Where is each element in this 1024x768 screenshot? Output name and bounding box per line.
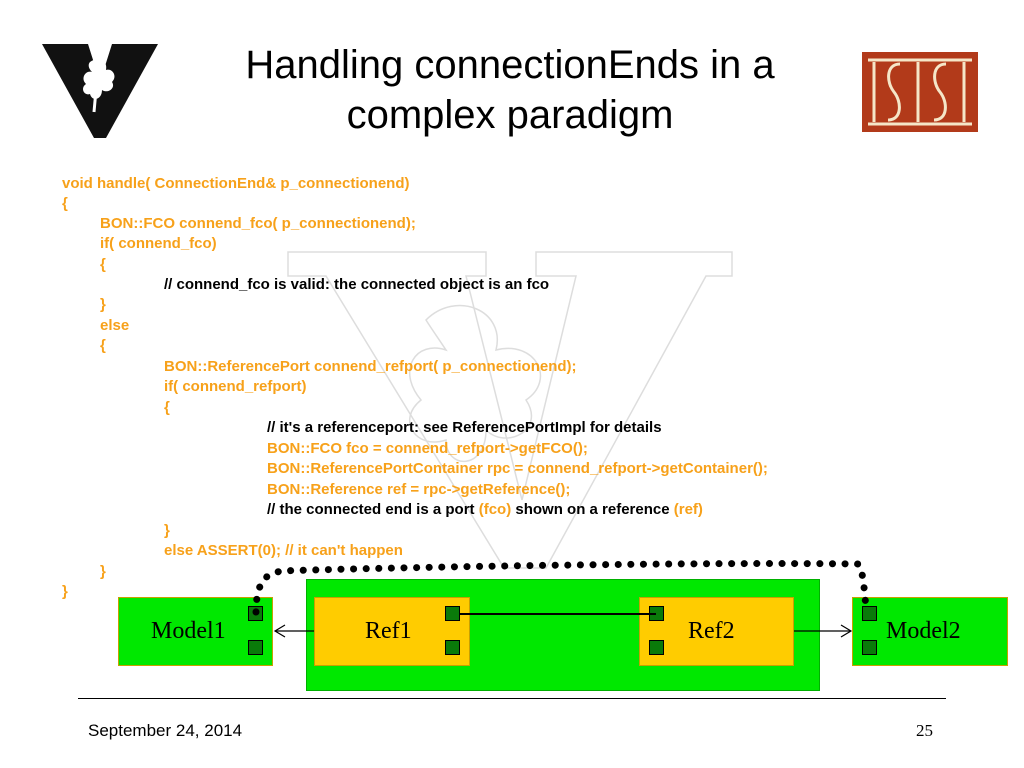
model2-label: Model2 — [886, 618, 961, 644]
ref1-port — [445, 606, 460, 621]
code-line: { — [100, 337, 106, 354]
vanderbilt-watermark — [287, 251, 733, 569]
code-line: BON::ReferencePortContainer rpc = connen… — [267, 460, 768, 477]
model1-box — [118, 597, 273, 666]
code-line: } — [100, 563, 106, 580]
code-comment-mixed: // the connected end is a port (fco) sho… — [267, 500, 703, 520]
ref1-label: Ref1 — [365, 618, 412, 644]
code-comment: // it's a referenceport: see ReferencePo… — [267, 419, 662, 436]
isis-logo — [862, 52, 978, 132]
code-line: void handle( ConnectionEnd& p_connection… — [62, 175, 410, 192]
model2-port — [862, 640, 877, 655]
footer-divider — [78, 698, 946, 699]
footer-date: September 24, 2014 — [88, 721, 243, 740]
comment-highlight: (fco) — [478, 501, 512, 518]
code-line: { — [100, 256, 106, 273]
title-line-1: Handling connectionEnds in a — [245, 43, 775, 87]
code-line: } — [164, 522, 170, 539]
code-line: BON::FCO connend_fco( p_connectionend); — [100, 215, 416, 232]
comment-highlight: (ref) — [673, 501, 703, 518]
code-line: BON::ReferencePort connend_refport( p_co… — [164, 358, 577, 375]
code-line: { — [62, 195, 68, 212]
ref1-port — [445, 640, 460, 655]
code-line: if( connend_fco) — [100, 235, 217, 252]
code-comment: // connend_fco is valid: the connected o… — [164, 276, 550, 293]
model2-box — [852, 597, 1008, 666]
comment-text: shown on a reference — [511, 501, 674, 518]
model1-port — [248, 606, 263, 621]
ref2-port — [649, 640, 664, 655]
model1-label: Model1 — [151, 618, 226, 644]
comment-text: // the connected end is a port — [267, 501, 479, 518]
code-comment: // it can't happen — [285, 542, 403, 559]
code-line: BON::Reference ref = rpc->getReference()… — [267, 481, 571, 498]
slide-title: Handling connectionEnds in a complex par… — [190, 40, 830, 140]
model1-port — [248, 640, 263, 655]
code-line: { — [164, 399, 170, 416]
vanderbilt-logo — [42, 44, 158, 138]
code-line: BON::FCO fco = connend_refport->getFCO()… — [267, 440, 588, 457]
code-line: if( connend_refport) — [164, 378, 307, 395]
code-line-mixed: else ASSERT(0); // it can't happen — [164, 541, 403, 561]
model2-port — [862, 606, 877, 621]
ref2-port — [649, 606, 664, 621]
code-text: else ASSERT(0); — [164, 542, 286, 559]
title-line-2: complex paradigm — [346, 93, 674, 137]
code-line: } — [62, 583, 68, 600]
ref2-label: Ref2 — [688, 618, 735, 644]
page-number: 25 — [916, 721, 933, 740]
code-line: else — [100, 317, 130, 334]
code-line: } — [100, 296, 106, 313]
